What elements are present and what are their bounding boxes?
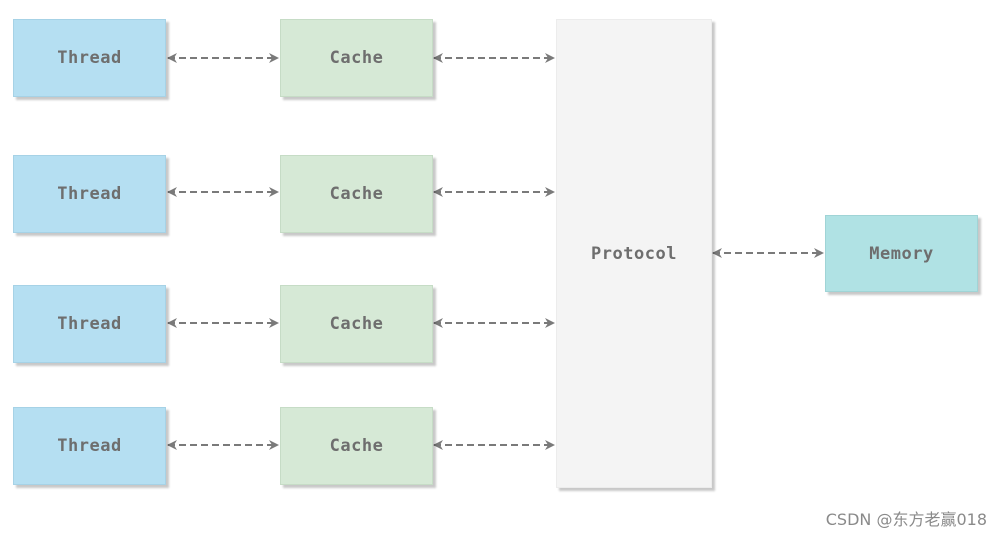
thread-box-1: Thread bbox=[13, 19, 166, 97]
watermark-text: CSDN @东方老赢018 bbox=[825, 510, 987, 529]
thread-box-2: Thread bbox=[13, 155, 166, 233]
cache-box-2: Cache bbox=[280, 155, 433, 233]
cache-box-1: Cache bbox=[280, 19, 433, 97]
protocol-box: Protocol bbox=[556, 19, 712, 488]
thread-box-4: Thread bbox=[13, 407, 166, 485]
cache-box-4: Cache bbox=[280, 407, 433, 485]
thread-box-3: Thread bbox=[13, 285, 166, 363]
cache-box-3: Cache bbox=[280, 285, 433, 363]
memory-box: Memory bbox=[825, 215, 978, 292]
